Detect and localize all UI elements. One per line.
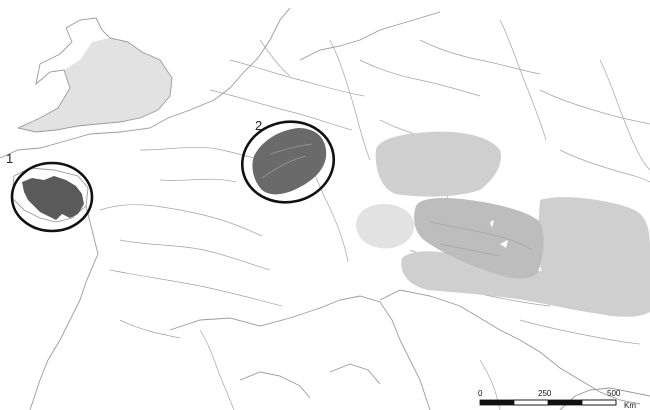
region-1-circle	[10, 161, 94, 233]
river-drava	[429, 221, 533, 251]
scale-unit: Km	[624, 401, 636, 410]
river-sava	[439, 243, 501, 257]
coastlines	[0, 7, 650, 410]
region-1-fill	[22, 176, 84, 220]
scale-bar: 0 250 500 Km	[478, 389, 636, 410]
scale-tick-250: 250	[538, 389, 552, 398]
region-2-label: 2	[255, 118, 262, 133]
lakes	[490, 220, 508, 248]
region-1-label: 1	[6, 151, 13, 166]
zone-central-europe	[375, 131, 502, 197]
zone-britain	[18, 38, 172, 132]
zone-alps	[356, 204, 415, 249]
zone-pannonian	[414, 198, 544, 279]
zone-danube-south	[401, 251, 650, 317]
scale-tick-500: 500	[607, 389, 621, 398]
river-marne	[269, 143, 313, 155]
region-2-circle	[240, 120, 336, 204]
scale-tick-0: 0	[478, 389, 483, 398]
river-seine	[261, 155, 307, 179]
